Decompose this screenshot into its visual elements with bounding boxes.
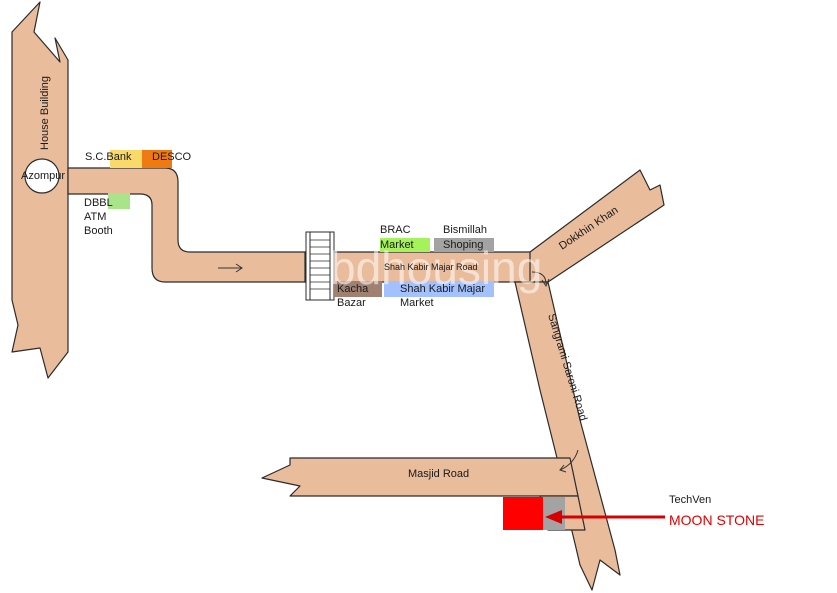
bismillah-label: Bismillah [443, 224, 487, 236]
curve-arrow-icon-2 [559, 449, 579, 473]
direction-arrow-icon [218, 263, 243, 273]
sangrami-saroni-road [514, 281, 621, 591]
masjid-road-label: Masjid Road [408, 468, 469, 480]
market-label: Market [400, 297, 434, 309]
footbridge-icon [305, 231, 335, 301]
desco-marker [142, 150, 172, 168]
location-pointer-arrow [545, 510, 665, 524]
desco-label: DESCO [152, 151, 192, 163]
shah-kabir-market-marker [384, 281, 494, 297]
bismillah-shoping-marker [434, 238, 494, 252]
kacha-bazar-marker [334, 281, 382, 297]
brac-label: BRAC [380, 224, 411, 236]
booth-label: Booth [84, 225, 113, 237]
azompur-label: Azompur [21, 170, 65, 182]
house-building-label: House Building [39, 76, 51, 150]
moon-stone-building [503, 497, 543, 530]
atm-label: ATM [84, 211, 106, 223]
bazar-label: Bazar [337, 297, 366, 309]
masjid-road [261, 457, 579, 497]
shoping-label: Shoping [443, 239, 483, 251]
azompur-junction [24, 158, 60, 194]
techven-label: TechVen [669, 494, 711, 506]
kacha-label: Kacha [337, 283, 369, 295]
watermark: bdhousing [330, 242, 542, 294]
sc-bank-label: S.C.Bank [85, 151, 132, 163]
shah-kabir-market-label: Shah Kabir Majar [400, 283, 485, 295]
sc-bank-marker [110, 150, 142, 168]
shah-kabir-majar-road-label: Shah Kabir Majar Road [384, 262, 478, 272]
dbbl-label: DBBL [84, 197, 113, 209]
brac-market-marker [380, 238, 430, 252]
brac-market-label: Market [380, 239, 414, 251]
dbbl-atm-marker [108, 193, 130, 209]
moon-stone-label: MOON STONE [669, 512, 764, 528]
curve-arrow-icon [531, 271, 550, 288]
